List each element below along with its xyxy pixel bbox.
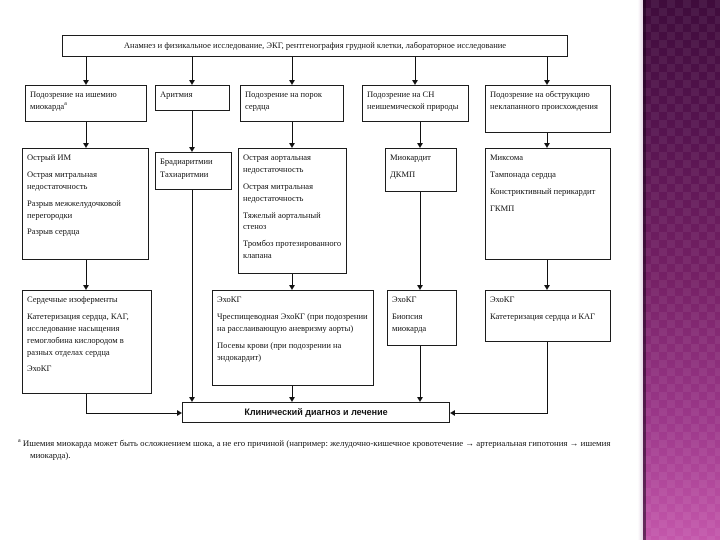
- arrow-down-icon: [189, 80, 195, 85]
- list-item: ЭхоКГ: [27, 363, 52, 374]
- list-item: Катетеризация сердца, КАГ, исследование …: [27, 310, 129, 357]
- arrow-down-icon: [544, 80, 550, 85]
- connector-line: [86, 413, 177, 414]
- box-differential-ischemia: Острый ИМ Острая митральная недостаточно…: [22, 148, 149, 260]
- arrow-down-icon: [417, 285, 423, 290]
- decorative-side-strip: [643, 0, 720, 540]
- box-differential-arrhythmia: Брадиаритмии Тахиаритмии: [155, 152, 232, 190]
- connector-line: [86, 116, 87, 143]
- list-item: Миокардит: [390, 152, 431, 162]
- connector-line: [292, 57, 293, 80]
- connector-line: [192, 57, 193, 80]
- connector-line: [86, 57, 87, 80]
- connector-line: [420, 190, 421, 285]
- list-item: ДКМП: [390, 168, 416, 179]
- box-workup-nonischemic-hf: ЭхоКГ Биопсия миокарда: [387, 290, 457, 346]
- list-item: ЭхоКГ: [392, 294, 417, 304]
- list-item: Тромбоз протезированного клапана: [243, 238, 342, 261]
- arrow-down-icon: [544, 143, 550, 148]
- connector-line: [420, 116, 421, 143]
- footnote: а Ишемия миокарда может быть осложнением…: [18, 438, 628, 461]
- list-item: Тампонада сердца: [490, 168, 556, 179]
- box-suspicion-arrhythmia: Аритмия: [155, 85, 230, 111]
- list-item: Тяжелый аортальный стеноз: [243, 209, 321, 232]
- box-differential-obstruction: Миксома Тампонада сердца Констриктивный …: [485, 148, 611, 260]
- connector-line: [420, 346, 421, 397]
- strip-texture: [643, 0, 720, 540]
- list-item: Сердечные изоферменты: [27, 294, 118, 304]
- list-item: Острая аортальная недостаточность: [243, 152, 311, 174]
- arrow-down-icon: [289, 397, 295, 402]
- list-item: Острая митральная недостаточность: [243, 180, 313, 203]
- arrow-down-icon: [83, 143, 89, 148]
- connector-line: [415, 57, 416, 80]
- box-suspicion-nonischemic-hf: Подозрение на СН неишемической природы: [362, 85, 469, 122]
- box-differential-nonischemic-hf: Миокардит ДКМП: [385, 148, 457, 192]
- list-item: Брадиаритмии: [160, 156, 213, 166]
- box-workup-ischemia: Сердечные изоферменты Катетеризация серд…: [22, 290, 152, 394]
- connector-line: [455, 413, 548, 414]
- connector-line: [547, 57, 548, 80]
- list-item: ЭхоКГ: [217, 294, 242, 304]
- list-item: Катетеризация сердца и КАГ: [490, 310, 596, 321]
- list-item: Тахиаритмии: [160, 168, 209, 179]
- connector-line: [86, 392, 87, 413]
- arrow-left-icon: [450, 410, 455, 416]
- list-item: Чреспищеводная ЭхоКГ (при подозрении на …: [217, 310, 368, 333]
- suspicion-label: Подозрение на ишемию миокарда: [30, 89, 117, 111]
- box-clinical-diagnosis: Клинический диагноз и лечение: [182, 402, 450, 423]
- footnote-marker: а: [18, 438, 21, 445]
- connector-line: [292, 384, 293, 397]
- connector-line: [547, 340, 548, 413]
- arrow-down-icon: [83, 80, 89, 85]
- box-suspicion-ischemia: Подозрение на ишемию миокардаа: [25, 85, 147, 122]
- list-item: Разрыв сердца: [27, 226, 80, 237]
- connector-line: [547, 252, 548, 285]
- connector-line: [192, 105, 193, 147]
- list-item: Острая митральная недостаточность: [27, 168, 97, 191]
- strip-separator: [638, 0, 643, 540]
- strip-edge-shadow: [643, 0, 646, 540]
- box-differential-valve-disease: Острая аортальная недостаточность Острая…: [238, 148, 347, 274]
- list-item: Острый ИМ: [27, 152, 72, 162]
- arrow-down-icon: [189, 147, 195, 152]
- arrow-down-icon: [289, 80, 295, 85]
- arrow-down-icon: [544, 285, 550, 290]
- arrow-down-icon: [83, 285, 89, 290]
- arrow-down-icon: [417, 143, 423, 148]
- list-item: ЭхоКГ: [490, 294, 515, 304]
- arrow-down-icon: [289, 143, 295, 148]
- arrow-down-icon: [412, 80, 418, 85]
- arrow-down-icon: [417, 397, 423, 402]
- connector-line: [86, 252, 87, 285]
- box-workup-obstruction: ЭхоКГ Катетеризация сердца и КАГ: [485, 290, 611, 342]
- box-workup-valve-disease: ЭхоКГ Чреспищеводная ЭхоКГ (при подозрен…: [212, 290, 374, 386]
- box-suspicion-valve-disease: Подозрение на порок сердца: [240, 85, 344, 122]
- box-initial-assessment: Анамнез и физикальное исследование, ЭКГ,…: [62, 35, 568, 57]
- list-item: Биопсия миокарда: [392, 310, 427, 333]
- footnote-text: Ишемия миокарда может быть осложнением ш…: [22, 438, 611, 460]
- list-item: Разрыв межжелудочковой перегородки: [27, 197, 121, 220]
- connector-line: [292, 116, 293, 143]
- list-item: ГКМП: [490, 202, 515, 213]
- list-item: Миксома: [490, 152, 523, 162]
- list-item: Констриктивный перикардит: [490, 185, 596, 196]
- footnote-ref: а: [64, 101, 67, 108]
- list-item: Посевы крови (при подозрении на эндокард…: [217, 339, 342, 362]
- connector-line: [547, 125, 548, 143]
- arrow-down-icon: [189, 397, 195, 402]
- connector-line: [192, 190, 193, 397]
- box-suspicion-nonvalvular-obstruction: Подозрение на обструкцию неклапанного пр…: [485, 85, 611, 133]
- connector-line: [292, 272, 293, 285]
- arrow-right-icon: [177, 410, 182, 416]
- arrow-down-icon: [289, 285, 295, 290]
